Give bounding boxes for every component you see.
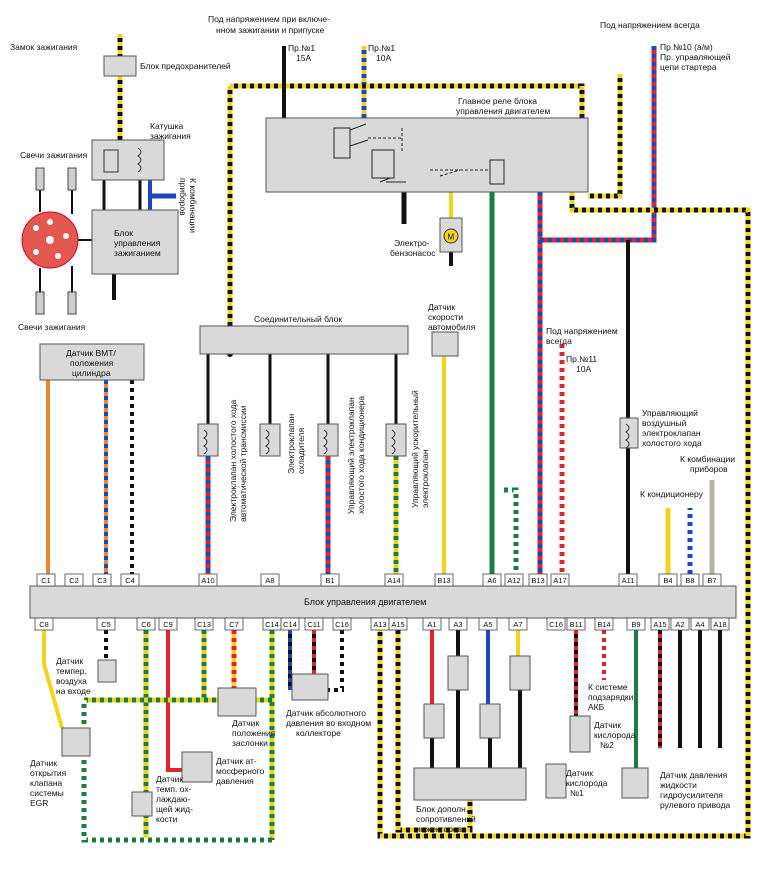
spark-plug-icons — [35, 167, 77, 315]
relay-internal-contacts — [333, 123, 505, 185]
ignition-coil-winding — [137, 147, 142, 173]
distributor-contacts — [33, 219, 69, 259]
fuse-block-box — [103, 55, 137, 77]
fuel-pump-motor-icon — [443, 228, 459, 244]
engine-ecu-box — [29, 585, 737, 619]
wire-c8 — [42, 618, 64, 729]
ignition-unit-box — [91, 209, 179, 275]
speed-sensor-box — [431, 331, 459, 357]
wire-fuse10-stripe — [537, 46, 657, 243]
wire-c16-stripe — [328, 618, 344, 692]
wire-right-feed — [588, 74, 623, 199]
main-relay-box — [265, 117, 589, 193]
wire-c9 — [166, 618, 182, 772]
wire-outer-loop-stripe — [377, 192, 751, 839]
ignition-coil-core — [103, 149, 119, 173]
valve-boxes — [197, 417, 639, 457]
tdc-sensor-box — [39, 343, 145, 381]
wire-a15-stripe — [395, 618, 473, 833]
wire-c16 — [328, 618, 344, 692]
wire-top-loop-stripe — [230, 83, 585, 118]
ignition-coil-box — [91, 139, 165, 181]
junction-block-box — [199, 325, 409, 355]
bottom-sensor-boxes — [61, 655, 649, 817]
wire-right-feed-stripe — [588, 74, 623, 199]
fuel-pump-motor-letter: M — [448, 233, 455, 242]
wire-a12-stripe — [500, 487, 519, 586]
valve-windings — [203, 423, 630, 455]
wire-sensor-ground-stripe — [81, 700, 272, 843]
